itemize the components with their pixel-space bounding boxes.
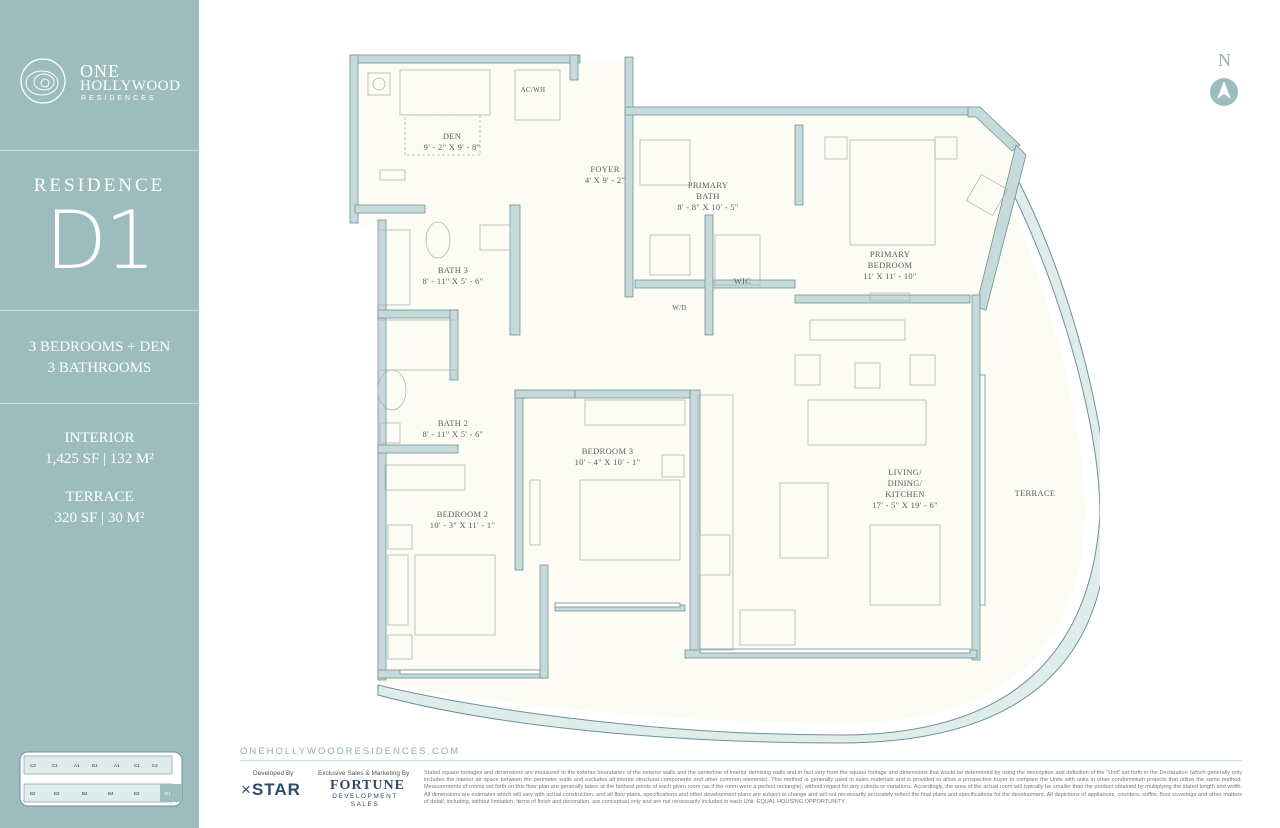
terrace-edge: [377, 130, 1100, 744]
keyplan-label: B1: [92, 763, 98, 768]
sales-line-2: DEVELOPMENT: [332, 793, 398, 800]
brand-line-2: HOLLYWOOD: [80, 78, 181, 94]
room-name: PRIMARY BEDROOM: [867, 249, 913, 270]
divider: [0, 403, 199, 404]
fixture-label-acwh: AC/WH: [520, 86, 546, 94]
room-label-primary-bath: PRIMARY BATH 8' - 8" X 10' - 5": [668, 180, 748, 213]
bedrooms-text: 3 BEDROOMS + DEN: [28, 339, 171, 355]
room-label-den: DEN 9' - 2" X 9' - 8": [412, 131, 492, 153]
keyplan-label: B3: [54, 791, 60, 796]
interior-value: 1,425 SF | 132 M²: [45, 451, 154, 467]
fixture-label-wd: W/D: [672, 304, 687, 312]
room-dim: 8' - 8" X 10' - 5": [677, 202, 739, 212]
residence-label: RESIDENCE: [33, 175, 166, 196]
divider: [0, 310, 199, 311]
key-plan: C2 C1 A1 B1 A1 C1 C2 B2 B3 B4 B4 B3 D1: [19, 751, 183, 807]
north-label: N: [1218, 50, 1231, 70]
residence-code: D1: [45, 194, 156, 287]
room-label-primary-bedroom: PRIMARY BEDROOM 11' X 11' - 10": [850, 249, 930, 282]
room-name: BEDROOM 3: [581, 446, 634, 456]
room-dim: 9' - 2" X 9' - 8": [423, 142, 481, 152]
terrace-value: 320 SF | 30 M²: [54, 510, 145, 526]
north-compass: N: [1208, 50, 1248, 110]
footer-divider: [240, 760, 1242, 761]
room-name: BATH 3: [437, 265, 469, 275]
keyplan-label: A1: [114, 763, 120, 768]
room-label-bath-3: BATH 3 8' - 11" X 5' - 6": [418, 265, 488, 287]
room-label-living-dining-kitchen: LIVING/ DINING/ KITCHEN 17' - 5" X 19' -…: [865, 467, 945, 511]
room-label-terrace: TERRACE: [1010, 488, 1060, 499]
room-label-bedroom-2: BEDROOM 2 10' - 3" X 11' - 1": [425, 509, 500, 531]
room-dim: 4' X 9' - 2": [584, 175, 626, 185]
developer-mark-icon: ×: [241, 780, 252, 799]
divider: [0, 150, 199, 151]
room-label-wic: WIC: [725, 276, 760, 287]
furniture: [367, 69, 1009, 660]
terrace-label: TERRACE: [65, 489, 134, 505]
brand-logo: ONE HOLLYWOOD RESIDENCES: [20, 55, 190, 115]
sales-by-label: Exclusive Sales & Marketing By: [318, 770, 410, 777]
keyplan-label: B3: [134, 791, 140, 796]
keyplan-label: C1: [134, 763, 140, 768]
room-name: DEN: [442, 131, 462, 141]
windows: [399, 374, 986, 675]
developer-name: STAR: [251, 780, 301, 799]
room-dim: 10' - 3" X 11' - 1": [429, 520, 496, 530]
room-label-bedroom-3: BEDROOM 3 10' - 4" X 10' - 1": [570, 446, 645, 468]
keyplan-label: B2: [30, 791, 36, 796]
keyplan-label: A1: [74, 763, 80, 768]
sales-line-3: SALES: [350, 801, 380, 808]
room-dim: 10' - 4" X 10' - 1": [574, 457, 641, 467]
keyplan-label-current: D1: [165, 791, 171, 796]
brand-emblem-icon: [20, 58, 66, 104]
bathrooms-text: 3 BATHROOMS: [47, 360, 152, 376]
room-label-foyer: FOYER 4' X 9' - 2": [570, 164, 640, 186]
brand-line-3: RESIDENCES: [81, 95, 157, 102]
interior-label: INTERIOR: [64, 430, 135, 446]
developer-logo: ×STAR: [241, 780, 301, 800]
room-name: TERRACE: [1014, 488, 1056, 498]
room-dim: 8' - 11" X 5' - 6": [422, 429, 484, 439]
room-name: LIVING/ DINING/ KITCHEN: [885, 467, 925, 499]
room-name: BATH 2: [437, 418, 469, 428]
keyplan-label: C2: [30, 763, 36, 768]
brand-line-1: ONE: [80, 61, 120, 81]
keyplan-label: C2: [152, 763, 158, 768]
room-name: WIC: [733, 276, 752, 286]
keyplan-label: B4: [82, 791, 88, 796]
sidebar: ONE HOLLYWOOD RESIDENCES RESIDENCE D1 3 …: [0, 0, 199, 828]
legal-disclaimer: Stated square footages and dimensions ar…: [424, 770, 1242, 805]
developed-by-label: Developed By: [253, 770, 294, 777]
room-name: FOYER: [590, 164, 620, 174]
sales-line-1: FORTUNE: [330, 778, 405, 793]
room-name: PRIMARY BATH: [687, 180, 729, 201]
room-label-bath-2: BATH 2 8' - 11" X 5' - 6": [418, 418, 488, 440]
keyplan-label: B4: [108, 791, 114, 796]
room-dim: 8' - 11" X 5' - 6": [422, 276, 484, 286]
floor-plan: [349, 54, 1100, 744]
room-name: BEDROOM 2: [436, 509, 489, 519]
sales-logo: FORTUNE DEVELOPMENT SALES: [330, 778, 405, 809]
room-dim: 17' - 5" X 19' - 6": [872, 500, 938, 510]
keyplan-label: C1: [52, 763, 58, 768]
room-dim: 11' X 11' - 10": [863, 271, 917, 281]
compass-arrow-icon: [1210, 78, 1238, 106]
website-text: ONEHOLLYWOODRESIDENCES.COM: [240, 746, 461, 757]
